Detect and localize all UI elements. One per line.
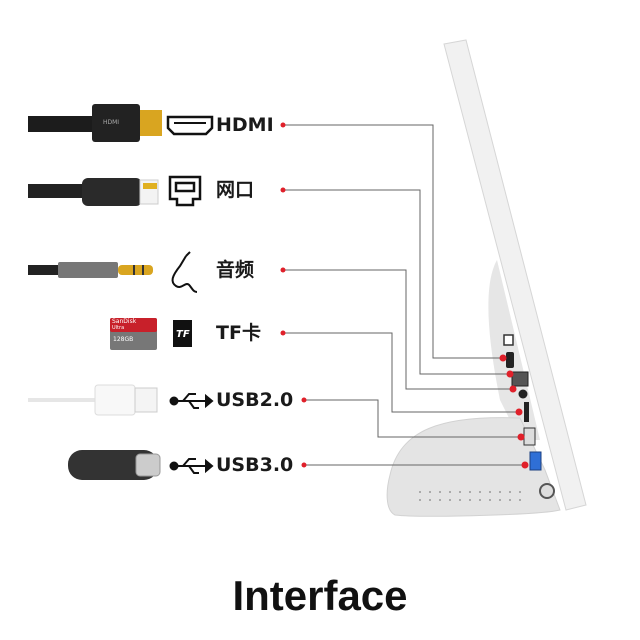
sd-brand: SanDisk — [112, 318, 137, 325]
usb2-cable — [28, 384, 158, 416]
usb-icon — [169, 393, 214, 409]
tf-icon-text: TF — [176, 329, 190, 340]
audio-jack-icon — [171, 251, 198, 293]
ethernet-icon — [168, 175, 202, 207]
usb3-port — [529, 451, 542, 471]
hdmi-cable — [28, 104, 162, 142]
port-label-usb2: USB2.0 — [216, 389, 294, 411]
usb3-drive — [68, 450, 161, 480]
tf-slot — [524, 402, 529, 422]
port-label-tf: TF卡 — [216, 322, 261, 344]
ethernet-cable — [28, 178, 159, 206]
hdmi-icon — [166, 115, 214, 136]
hdmi-port — [506, 352, 514, 368]
sd-line: Ultra — [112, 325, 125, 331]
usb-icon — [169, 458, 214, 474]
power-button — [539, 483, 555, 499]
usb2-port — [523, 427, 536, 446]
port-markers — [280, 122, 529, 469]
tf-card-icon — [173, 320, 192, 347]
port-label-usb3: USB3.0 — [216, 454, 294, 476]
port-label-audio: 音频 — [216, 259, 255, 281]
port-label-hdmi: HDMI — [216, 114, 274, 136]
port-label-ethernet: 网口 — [216, 179, 255, 201]
page-title: Interface — [232, 572, 408, 619]
device-side-view — [386, 39, 587, 517]
ethernet-port — [511, 371, 529, 387]
hdmi-cable-text: HDMI — [103, 119, 120, 126]
audio-port — [518, 389, 528, 399]
sd-capacity: 128GB — [113, 336, 134, 343]
sd-card — [110, 318, 157, 350]
dc-port — [503, 334, 514, 346]
leader-lines — [283, 124, 525, 466]
audio-cable — [28, 262, 153, 278]
